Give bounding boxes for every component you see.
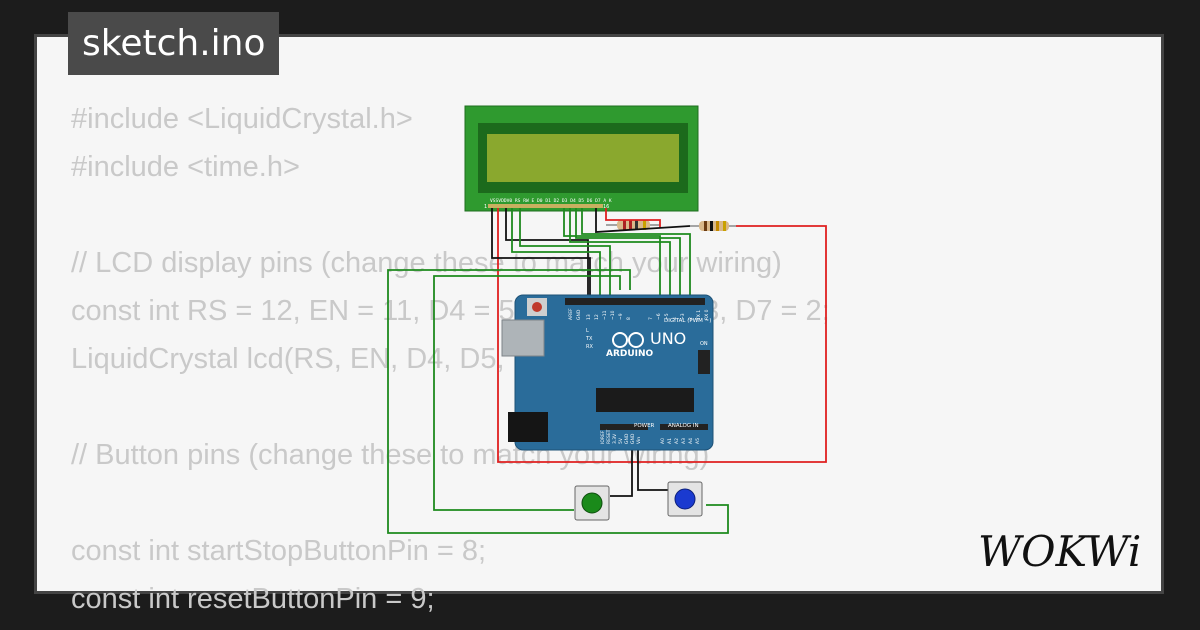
pin-label: A2 (674, 438, 680, 444)
code-line: LiquidCrystal lcd(RS, EN, D4, D5, D6, D7… (71, 343, 621, 375)
analog-label: ANALOG IN (668, 423, 699, 429)
wires (387, 208, 827, 534)
file-tab[interactable]: sketch.ino (68, 12, 280, 75)
pin-label: GND (630, 433, 636, 444)
pin-label: 5V (618, 437, 624, 444)
resistor-2[interactable] (690, 221, 736, 231)
led-label: TX (585, 336, 593, 342)
pin-label: 12 (594, 314, 600, 320)
pin-label: 3.3V (612, 433, 618, 444)
pin-label: 2 (688, 317, 694, 320)
led-label: RX (586, 344, 593, 350)
pin-label: 13 (586, 314, 592, 320)
code-line: const int startStopButtonPin = 8; (71, 535, 487, 567)
pin-label: ~9 (618, 313, 624, 320)
pin-label: 4 (672, 317, 678, 320)
pin-label: RESET (606, 429, 612, 444)
pin-label: A1 (667, 438, 673, 444)
pin-label: IOREF (600, 430, 606, 444)
arduino-brand: ARDUINO (606, 349, 654, 359)
code-line: #include <time.h> (71, 151, 300, 183)
pin-label: RX 0 (704, 309, 710, 320)
led-label: L (586, 328, 589, 334)
on-label: ON (700, 341, 708, 347)
pin-label: AREF (568, 308, 574, 320)
pin-label: TX 1 (696, 310, 702, 321)
pin-label: A0 (660, 438, 666, 444)
lcd-display[interactable]: VSSVDDV0 RS RW E D0 D1 D2 D3 D4 D5 D6 D7… (464, 105, 699, 212)
pin-label: GND (576, 309, 582, 320)
resistor-1[interactable] (606, 220, 660, 230)
lcd-pin-first: 1 (484, 204, 487, 210)
pin-label: A5 (695, 438, 701, 444)
pin-label: ~6 (656, 313, 662, 320)
arduino-uno-board[interactable]: ARDUINO UNO DIGITAL (PWM ~) POWER ANALOG… (501, 294, 714, 451)
start-stop-pushbutton[interactable] (574, 485, 610, 521)
led-labels: L TX RX (585, 328, 593, 350)
lcd-pin-labels: VSSVDDV0 RS RW E D0 D1 D2 D3 D4 D5 D6 D7… (490, 198, 612, 204)
pin-label: 7 (648, 317, 654, 320)
pin-label: Vin (636, 437, 642, 444)
digital-label: DIGITAL (PWM ~) (664, 318, 711, 324)
pin-label: ~10 (610, 310, 616, 320)
pin-label: A4 (688, 438, 694, 444)
lcd-pin-last: 16 (603, 204, 609, 210)
pin-label: A3 (681, 438, 687, 444)
code-line: #include <LiquidCrystal.h> (71, 103, 413, 135)
pin-label: ~5 (664, 313, 670, 320)
power-label: POWER (634, 423, 655, 429)
wokwi-logo: WOKWi (978, 527, 1141, 576)
reset-pushbutton[interactable] (667, 481, 703, 517)
code-line: const int resetButtonPin = 9; (71, 583, 435, 615)
arduino-model: UNO (650, 329, 686, 348)
arduino-logo-icon (612, 332, 628, 348)
pin-label: GND (624, 433, 630, 444)
pin-label: 8 (626, 317, 632, 320)
pin-label: ~11 (602, 310, 608, 320)
pin-label: ~3 (680, 313, 686, 320)
wokwi-logo-text: WOKWi (978, 527, 1141, 576)
